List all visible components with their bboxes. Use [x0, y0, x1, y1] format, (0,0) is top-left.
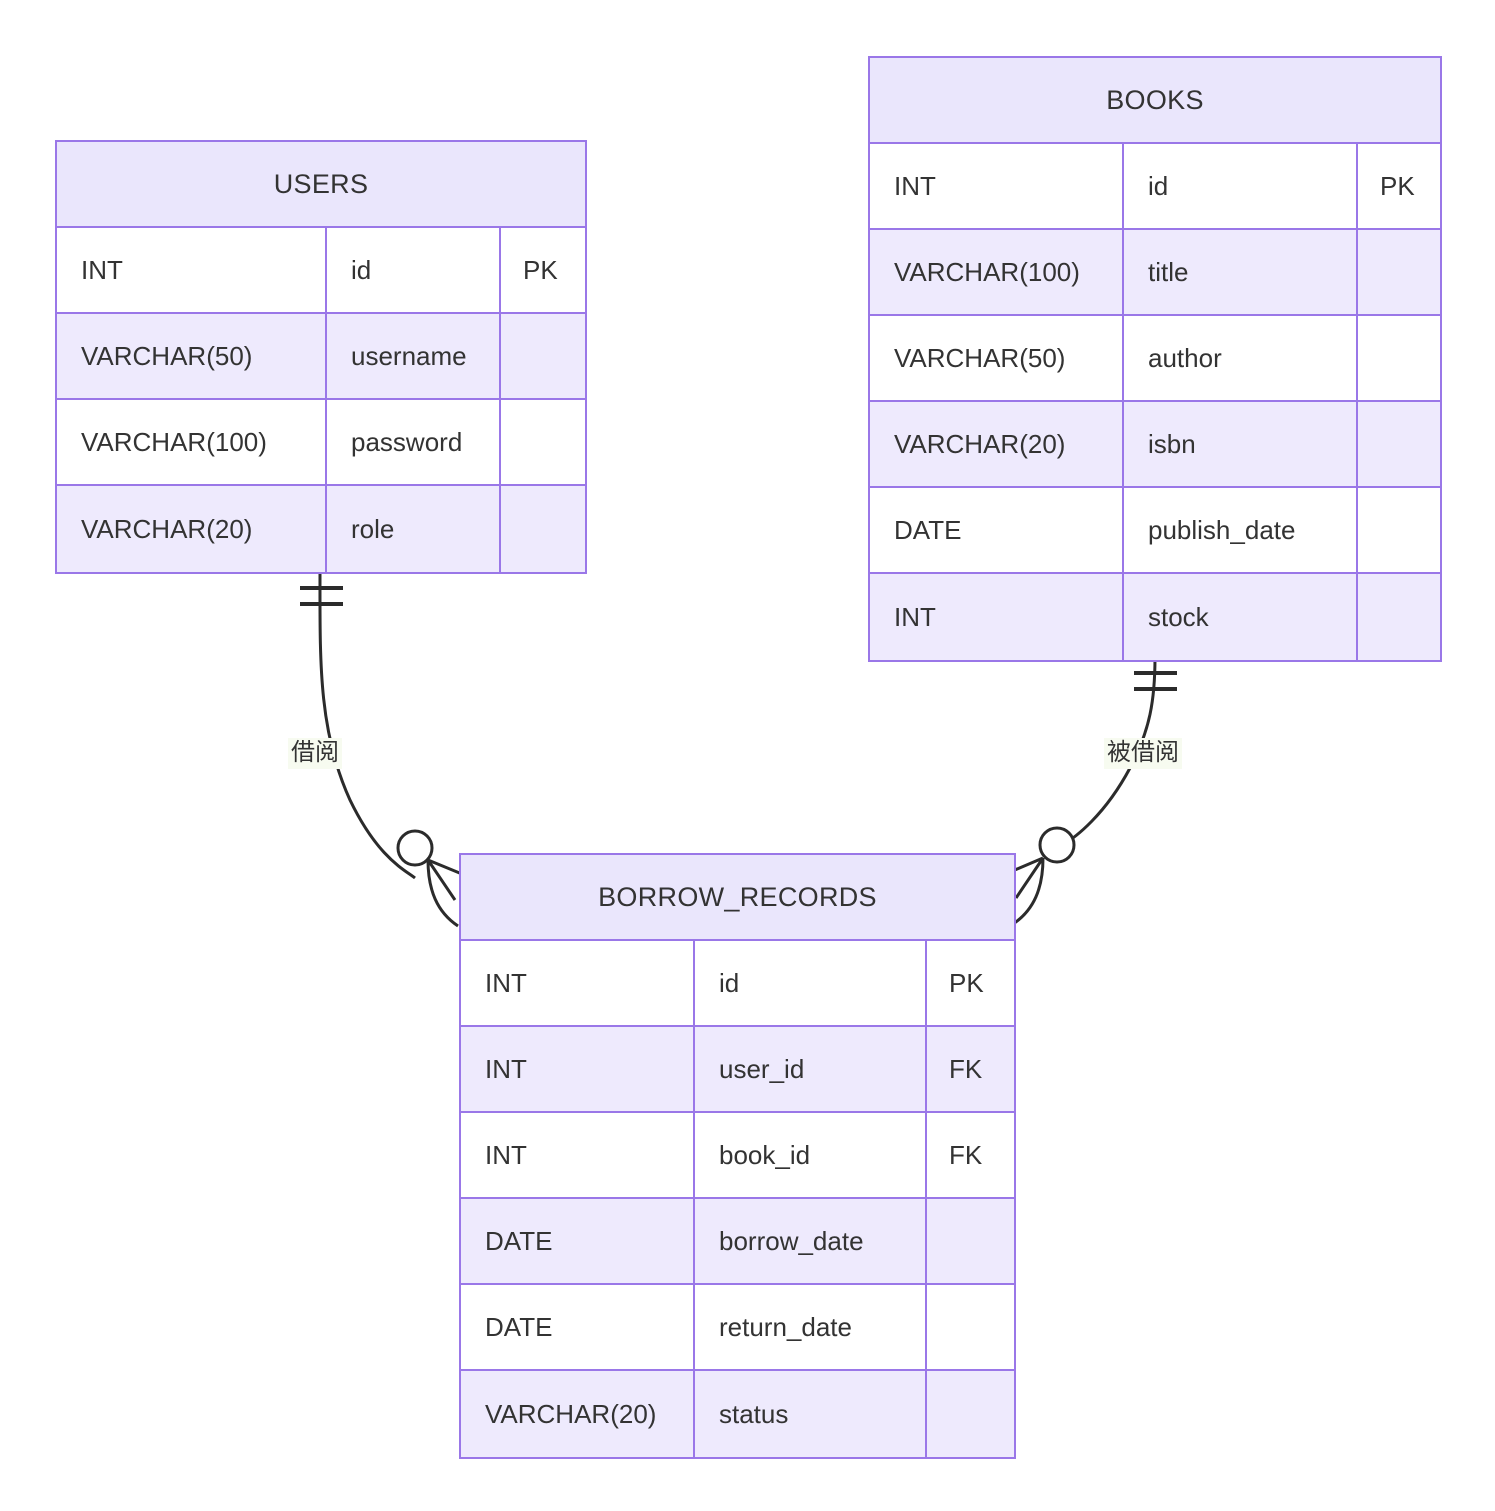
- attribute-name: id: [695, 941, 927, 1025]
- relationship-label-borrow: 借阅: [288, 738, 342, 769]
- attribute-type: VARCHAR(50): [870, 316, 1124, 400]
- attribute-key: [1358, 574, 1440, 660]
- entity-books[interactable]: BOOKS INT id PK VARCHAR(100) title VARCH…: [868, 56, 1442, 662]
- attribute-name: author: [1124, 316, 1358, 400]
- table-row[interactable]: VARCHAR(20) isbn: [870, 402, 1440, 488]
- attribute-name: borrow_date: [695, 1199, 927, 1283]
- table-row[interactable]: DATE borrow_date: [461, 1199, 1014, 1285]
- attribute-key: [501, 314, 585, 398]
- attribute-type: INT: [461, 1027, 695, 1111]
- attribute-name: username: [327, 314, 501, 398]
- attribute-type: INT: [461, 941, 695, 1025]
- attribute-key: [927, 1199, 1014, 1283]
- table-row[interactable]: VARCHAR(100) title: [870, 230, 1440, 316]
- table-row[interactable]: VARCHAR(20) status: [461, 1371, 1014, 1457]
- attribute-type: VARCHAR(20): [870, 402, 1124, 486]
- table-row[interactable]: VARCHAR(50) author: [870, 316, 1440, 402]
- attribute-key: [1358, 316, 1440, 400]
- attribute-name: title: [1124, 230, 1358, 314]
- table-row[interactable]: DATE return_date: [461, 1285, 1014, 1371]
- table-row[interactable]: INT book_id FK: [461, 1113, 1014, 1199]
- table-row[interactable]: INT id PK: [57, 228, 585, 314]
- relationship-line-borrow: [318, 567, 416, 880]
- table-row[interactable]: VARCHAR(50) username: [57, 314, 585, 400]
- attribute-key: FK: [949, 1053, 983, 1084]
- relationship-books-borrow-records: [1009, 656, 1177, 926]
- table-row[interactable]: INT user_id FK: [461, 1027, 1014, 1113]
- cardinality-many-marker-borrow: [426, 858, 463, 928]
- attribute-type: INT: [57, 228, 327, 312]
- attribute-type: INT: [461, 1113, 695, 1197]
- entity-users[interactable]: USERS INT id PK VARCHAR(50) username VAR…: [55, 140, 587, 574]
- attribute-name: id: [327, 228, 501, 312]
- entity-borrow-records[interactable]: BORROW_RECORDS INT id PK INT user_id FK …: [459, 853, 1016, 1459]
- table-row[interactable]: VARCHAR(100) password: [57, 400, 585, 486]
- relationship-label-borrowed: 被借阅: [1104, 738, 1182, 769]
- table-row[interactable]: INT stock: [870, 574, 1440, 660]
- attribute-name: password: [327, 400, 501, 484]
- attribute-type: INT: [870, 574, 1124, 660]
- attribute-key: [927, 1285, 1014, 1369]
- entity-borrow-records-attributes: INT id PK INT user_id FK INT book_id FK …: [461, 941, 1014, 1457]
- attribute-name: publish_date: [1124, 488, 1358, 572]
- attribute-key: [1358, 230, 1440, 314]
- entity-users-title: USERS: [57, 142, 585, 228]
- attribute-key: [1358, 488, 1440, 572]
- cardinality-zero-marker-borrowed: [1038, 826, 1076, 864]
- attribute-type: VARCHAR(20): [57, 486, 327, 572]
- attribute-key: PK: [1380, 170, 1415, 201]
- table-row[interactable]: INT id PK: [461, 941, 1014, 1027]
- attribute-key: [501, 400, 585, 484]
- attribute-name: book_id: [695, 1113, 927, 1197]
- table-row[interactable]: VARCHAR(20) role: [57, 486, 585, 572]
- attribute-type: INT: [870, 144, 1124, 228]
- entity-borrow-records-title: BORROW_RECORDS: [461, 855, 1014, 941]
- attribute-key: [1358, 402, 1440, 486]
- attribute-type: VARCHAR(100): [870, 230, 1124, 314]
- attribute-type: DATE: [461, 1199, 695, 1283]
- table-row[interactable]: INT id PK: [870, 144, 1440, 230]
- cardinality-zero-marker-borrow: [396, 829, 434, 867]
- attribute-name: id: [1124, 144, 1358, 228]
- attribute-key: [501, 486, 585, 572]
- attribute-key: FK: [949, 1139, 983, 1170]
- table-row[interactable]: DATE publish_date: [870, 488, 1440, 574]
- entity-users-attributes: INT id PK VARCHAR(50) username VARCHAR(1…: [57, 228, 585, 572]
- attribute-key: PK: [949, 967, 984, 998]
- attribute-type: VARCHAR(50): [57, 314, 327, 398]
- attribute-key: [927, 1371, 1014, 1457]
- attribute-name: role: [327, 486, 501, 572]
- attribute-type: VARCHAR(20): [461, 1371, 695, 1457]
- attribute-name: isbn: [1124, 402, 1358, 486]
- attribute-type: DATE: [870, 488, 1124, 572]
- attribute-key: PK: [523, 254, 558, 285]
- attribute-name: status: [695, 1371, 927, 1457]
- attribute-name: user_id: [695, 1027, 927, 1111]
- attribute-name: stock: [1124, 574, 1358, 660]
- attribute-type: VARCHAR(100): [57, 400, 327, 484]
- entity-books-title: BOOKS: [870, 58, 1440, 144]
- attribute-name: return_date: [695, 1285, 927, 1369]
- attribute-type: DATE: [461, 1285, 695, 1369]
- entity-books-attributes: INT id PK VARCHAR(100) title VARCHAR(50)…: [870, 144, 1440, 660]
